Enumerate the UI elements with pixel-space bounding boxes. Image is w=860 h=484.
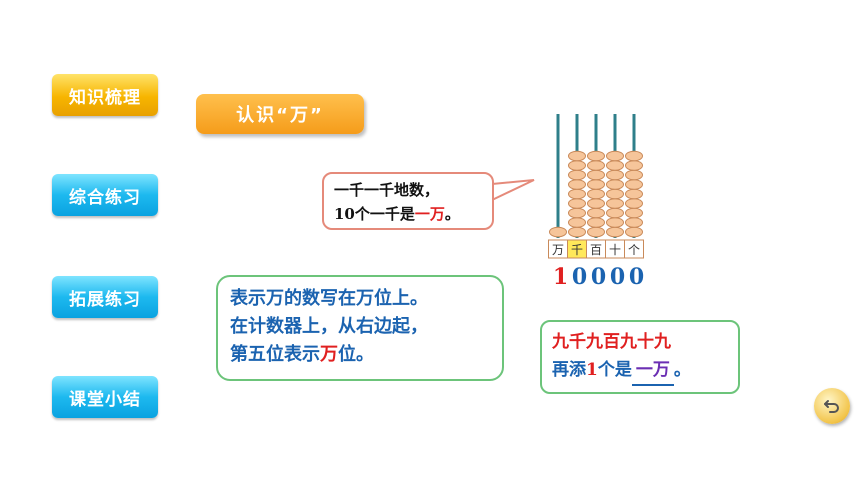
abacus-bead bbox=[625, 226, 643, 238]
abacus-bead bbox=[587, 188, 605, 200]
nav-button-comprehensive-practice[interactable]: 综合练习 bbox=[52, 174, 158, 216]
bubble-text: 。 bbox=[444, 205, 460, 223]
note-line3: 第五位表示万位。 bbox=[230, 341, 502, 369]
place-label: 百 bbox=[590, 243, 602, 257]
abacus-bead bbox=[625, 150, 643, 162]
abacus-bead bbox=[587, 217, 605, 228]
question-text: 个是 bbox=[597, 360, 632, 380]
abacus-bead bbox=[606, 207, 624, 219]
digit-hundreds: 0 bbox=[590, 264, 607, 290]
abacus-bead bbox=[587, 207, 605, 219]
bubble-tail bbox=[491, 179, 535, 201]
abacus-bead bbox=[549, 226, 567, 238]
abacus-bead bbox=[606, 179, 624, 190]
abacus-bead bbox=[625, 207, 643, 219]
abacus-bead bbox=[625, 217, 643, 228]
abacus-bead bbox=[568, 188, 586, 200]
question-text: 。 bbox=[673, 360, 691, 380]
question-text: 再添 bbox=[552, 360, 586, 380]
abacus-bead bbox=[568, 179, 586, 190]
abacus: 万千百十个 bbox=[548, 114, 644, 259]
place-label: 万 bbox=[552, 243, 564, 257]
nav-button-knowledge-review[interactable]: 知识梳理 bbox=[52, 74, 158, 116]
return-arrow-icon bbox=[824, 400, 839, 413]
abacus-bead bbox=[625, 188, 643, 200]
topic-label: 认识“万” bbox=[236, 105, 324, 126]
bubble-text: 10个一千是 bbox=[334, 205, 415, 223]
back-button[interactable] bbox=[814, 388, 850, 424]
question-line1: 九千九百九十九 bbox=[552, 332, 671, 352]
nav-label: 知识梳理 bbox=[69, 87, 141, 108]
answer-blank: 一万 bbox=[631, 356, 674, 386]
abacus-bead bbox=[587, 226, 605, 238]
digit-ten-thousands: 1 bbox=[552, 264, 569, 290]
nav-button-lesson-summary[interactable]: 课堂小结 bbox=[52, 376, 158, 418]
note-line2: 在计数器上，从右边起， bbox=[230, 316, 428, 337]
bubble-line2: 10个一千是一万。 bbox=[334, 202, 492, 226]
nav-label: 拓展练习 bbox=[69, 289, 141, 310]
abacus-bead bbox=[568, 160, 586, 171]
question-box: 九千九百九十九 再添1个是一万。 bbox=[540, 320, 740, 394]
abacus-bead bbox=[625, 198, 643, 209]
abacus-bead bbox=[587, 150, 605, 162]
abacus-bead bbox=[568, 217, 586, 228]
abacus-bead bbox=[606, 217, 624, 228]
nav-button-extended-practice[interactable]: 拓展练习 bbox=[52, 276, 158, 318]
abacus-bead bbox=[587, 198, 605, 209]
abacus-bead bbox=[625, 179, 643, 190]
digit-ones: 0 bbox=[628, 264, 645, 290]
abacus-bead bbox=[606, 198, 624, 209]
topic-title: 认识“万” bbox=[196, 94, 364, 134]
abacus-bead bbox=[587, 169, 605, 181]
place-label: 个 bbox=[628, 243, 640, 257]
note-line1: 表示万的数写在万位上。 bbox=[230, 288, 428, 309]
note-text: 第五位表示 bbox=[230, 344, 320, 365]
bubble-highlight: 一万 bbox=[414, 205, 445, 223]
note-text: 位。 bbox=[338, 344, 374, 365]
abacus-bead bbox=[568, 169, 586, 181]
abacus-bead bbox=[568, 150, 586, 162]
abacus-bead bbox=[568, 207, 586, 219]
abacus-bead bbox=[606, 160, 624, 171]
speech-bubble: 一千一千地数， 10个一千是一万。 bbox=[322, 172, 494, 230]
place-label-cell bbox=[624, 239, 644, 259]
digit-thousands: 0 bbox=[571, 264, 588, 290]
nav-label: 综合练习 bbox=[69, 187, 141, 208]
abacus-bead bbox=[587, 179, 605, 190]
abacus-bead bbox=[587, 160, 605, 171]
question-number: 1 bbox=[586, 360, 598, 380]
nav-label: 课堂小结 bbox=[69, 389, 141, 410]
abacus-bead bbox=[606, 169, 624, 181]
abacus-bead bbox=[568, 226, 586, 238]
bubble-line1: 一千一千地数， bbox=[334, 181, 440, 199]
digit-tens: 0 bbox=[609, 264, 626, 290]
question-line2: 再添1个是一万。 bbox=[552, 356, 738, 386]
note-highlight: 万 bbox=[320, 344, 338, 365]
explanation-note: 表示万的数写在万位上。 在计数器上，从右边起， 第五位表示万位。 bbox=[216, 275, 504, 381]
abacus-bead bbox=[606, 226, 624, 238]
place-label: 千 bbox=[571, 243, 583, 257]
abacus-bead bbox=[606, 150, 624, 162]
abacus-bead bbox=[625, 160, 643, 171]
abacus-bead bbox=[568, 198, 586, 209]
abacus-bead bbox=[625, 169, 643, 181]
place-label: 十 bbox=[609, 243, 621, 257]
abacus-bead bbox=[606, 188, 624, 200]
